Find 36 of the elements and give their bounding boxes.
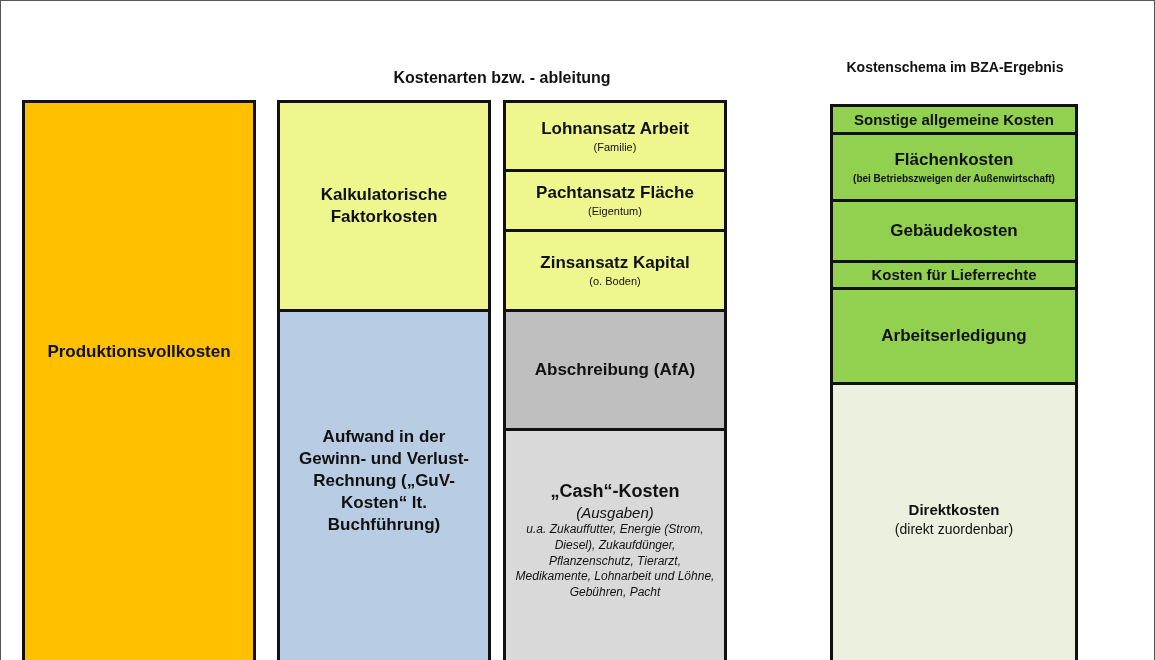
block-note: (Familie)	[593, 139, 637, 155]
block-note: u.a. Zukauffutter, Energie (Strom, Diesel), Zukaufdünger, Pflanzenschutz, Tierarzt, Medikamente, Lohnarbeit und Löhne, Gebühren, Pacht	[514, 522, 716, 601]
column-heading: Kostenschema im BZA-Ergebnis	[845, 58, 1065, 77]
cost-block	[277, 309, 491, 660]
cost-block	[503, 309, 727, 431]
cost-block	[503, 229, 727, 312]
block-title: „Cash“-Kosten	[550, 479, 680, 503]
block-note: (Eigentum)	[588, 204, 642, 219]
block-title: Abschreibung (AfA)	[534, 358, 696, 381]
cost-block	[503, 428, 727, 660]
block-title: Flächenkosten	[894, 149, 1014, 172]
cost-block	[830, 132, 1078, 202]
cost-block	[503, 169, 727, 232]
block-title: Lohnansatz Arbeit	[541, 117, 689, 140]
column-heading: Kostenarten bzw. - ableitung	[392, 68, 612, 88]
cost-block	[503, 100, 727, 172]
block-title: Produktionsvollkosten	[47, 340, 231, 363]
block-title: Kalkulatorische Faktorkosten	[319, 183, 449, 228]
cost-block	[830, 287, 1078, 385]
cost-block	[22, 100, 256, 660]
block-title: Direktkosten	[908, 500, 1000, 520]
block-title: Aufwand in der Gewinn- und Verlust-Rechnung („GuV-Kosten“ lt. Buchführung)	[298, 425, 470, 537]
cost-block	[830, 199, 1078, 263]
block-title: Pachtansatz Fläche	[536, 182, 694, 205]
cost-block	[830, 382, 1078, 660]
block-title: Kosten für Lieferrechte	[871, 265, 1037, 285]
block-note: (Ausgaben)	[576, 502, 654, 523]
cost-block	[830, 260, 1078, 290]
block-title: Zinsansatz Kapital	[540, 252, 690, 275]
block-note: (direkt zuordenbar)	[894, 519, 1014, 538]
block-note: (o. Boden)	[589, 274, 641, 289]
block-title: Arbeitserledigung	[881, 324, 1027, 347]
block-note: (bei Betriebszweigen der Außenwirtschaft)	[853, 171, 1055, 185]
block-title: Gebäudekosten	[890, 219, 1018, 242]
block-title: Sonstige allgemeine Kosten	[853, 109, 1054, 130]
cost-block	[277, 100, 491, 312]
